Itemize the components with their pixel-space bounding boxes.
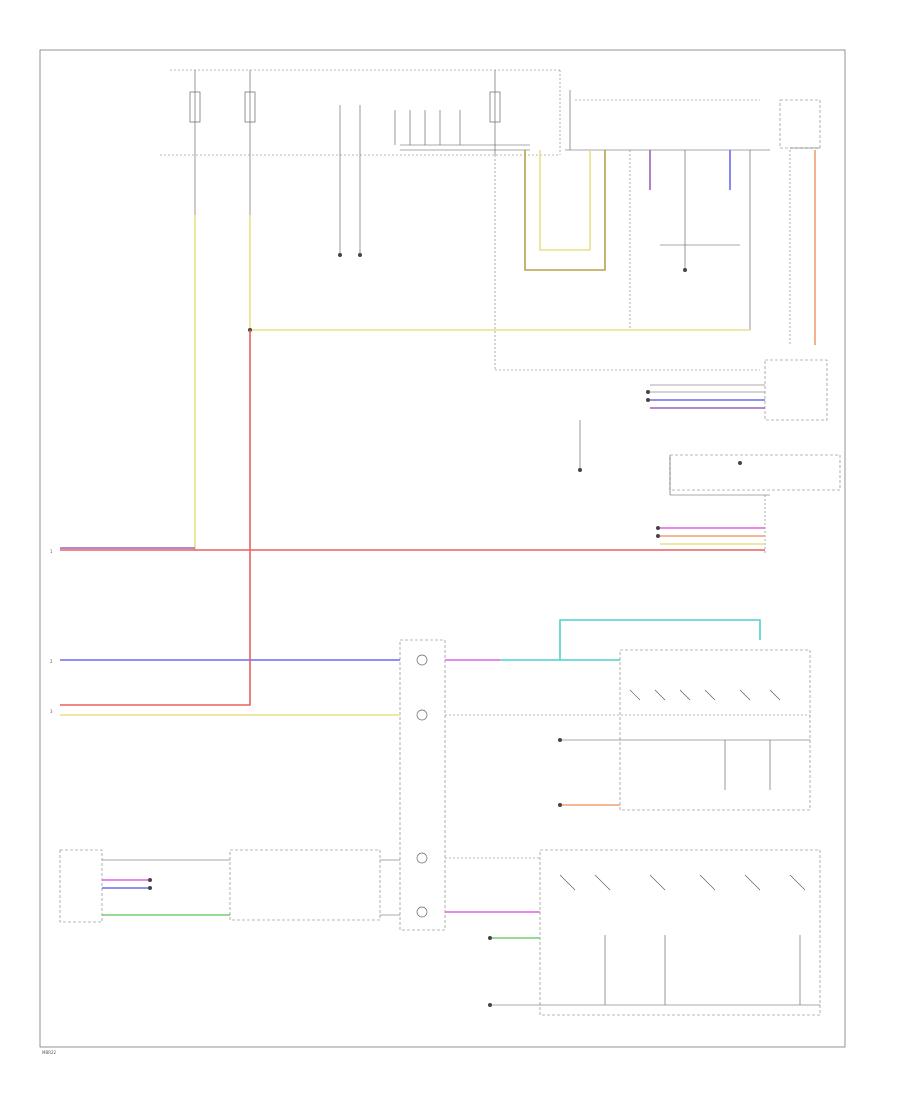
mid-horizontal-wires [60, 526, 765, 551]
diagram-frame [39, 49, 846, 1048]
connector-mark-2: 2 [50, 659, 53, 664]
olive-wire-loop [524, 150, 606, 271]
central-switch-module [399, 639, 446, 931]
steering-angle-sensor [229, 849, 400, 921]
yellow-power-wire [194, 215, 760, 550]
steering-switch-block-right [445, 849, 821, 1016]
connector-mark-1: 1 [50, 549, 53, 554]
right-top-wires [629, 150, 816, 345]
left-connector-marks: 1 2 3 [50, 549, 53, 714]
instrument-cluster [59, 849, 230, 923]
long-signal-wires [60, 330, 810, 716]
top-connectors [194, 155, 496, 370]
diagram-code: MBR22 [42, 1050, 57, 1055]
connector-mark-3: 3 [50, 709, 53, 714]
right-mid-connector [578, 359, 828, 472]
fuse-box-top [160, 69, 561, 156]
module-top-right [565, 90, 821, 151]
steering-switch-block-left [558, 649, 811, 811]
right-block-2 [669, 454, 841, 555]
